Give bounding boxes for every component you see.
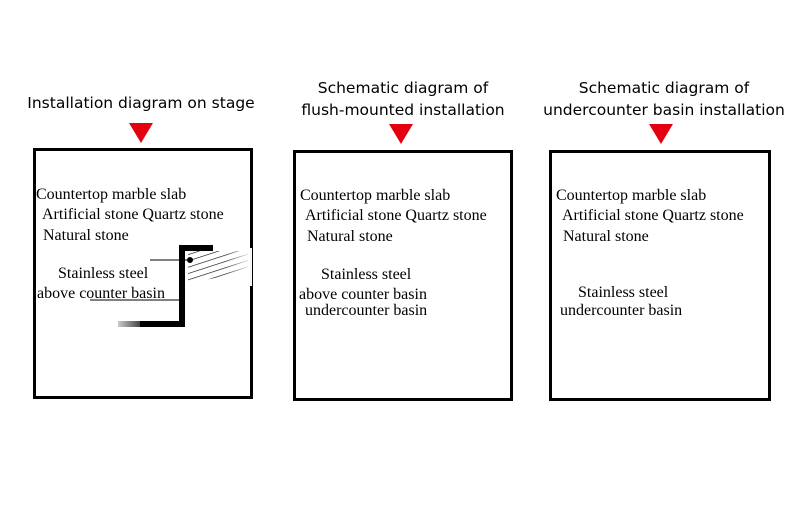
panel-3-title-line-2: undercounter basin installation bbox=[543, 101, 785, 119]
panel-3-label-basin-type: undercounter basin bbox=[560, 302, 683, 319]
panel-2-title: Schematic diagram of flush-mounted insta… bbox=[283, 77, 523, 121]
panel-2-label-natural-stone: Natural stone bbox=[307, 228, 393, 245]
panel-1-down-arrow-icon bbox=[129, 123, 153, 143]
panel-3-label-natural-stone: Natural stone bbox=[563, 228, 649, 245]
panel-3-title: Schematic diagram of undercounter basin … bbox=[530, 77, 798, 121]
panel-1-title: Installation diagram on stage bbox=[10, 92, 272, 114]
panel-1-label-stainless-steel: Stainless steel bbox=[58, 265, 149, 282]
panel-2-title-line-1: Schematic diagram of bbox=[317, 79, 489, 97]
panel-2-down-arrow-icon bbox=[389, 124, 413, 144]
panel-3-label-stainless-steel: Stainless steel bbox=[578, 284, 669, 301]
panel-2-title-line-2: flush-mounted installation bbox=[301, 101, 505, 119]
panel-1-label-countertop-slab: Countertop marble slab bbox=[36, 186, 187, 203]
panel-1-label-artificial-stone: Artificial stone Quartz stone bbox=[42, 206, 224, 223]
panel-3-title-line-1: Schematic diagram of bbox=[578, 79, 750, 97]
panel-1-title-line-2: Installation diagram on stage bbox=[27, 94, 255, 112]
panel-3-down-arrow-icon bbox=[649, 124, 673, 144]
panel-3-frame bbox=[549, 150, 771, 401]
panel-2-frame bbox=[293, 150, 513, 401]
panel-1-label-natural-stone: Natural stone bbox=[43, 227, 129, 244]
panel-2-label-countertop-slab: Countertop marble slab bbox=[300, 187, 451, 204]
panel-3-label-artificial-stone: Artificial stone Quartz stone bbox=[562, 207, 744, 224]
panel-2-label-basin-type-1: above counter basin bbox=[299, 286, 427, 303]
panel-3-label-countertop-slab: Countertop marble slab bbox=[556, 187, 707, 204]
panel-1-label-basin-type: above counter basin bbox=[37, 285, 165, 302]
panel-2-label-artificial-stone: Artificial stone Quartz stone bbox=[305, 207, 487, 224]
panel-2-label-stainless-steel: Stainless steel bbox=[321, 266, 412, 283]
panel-2-label-basin-type-2: undercounter basin bbox=[305, 302, 428, 319]
